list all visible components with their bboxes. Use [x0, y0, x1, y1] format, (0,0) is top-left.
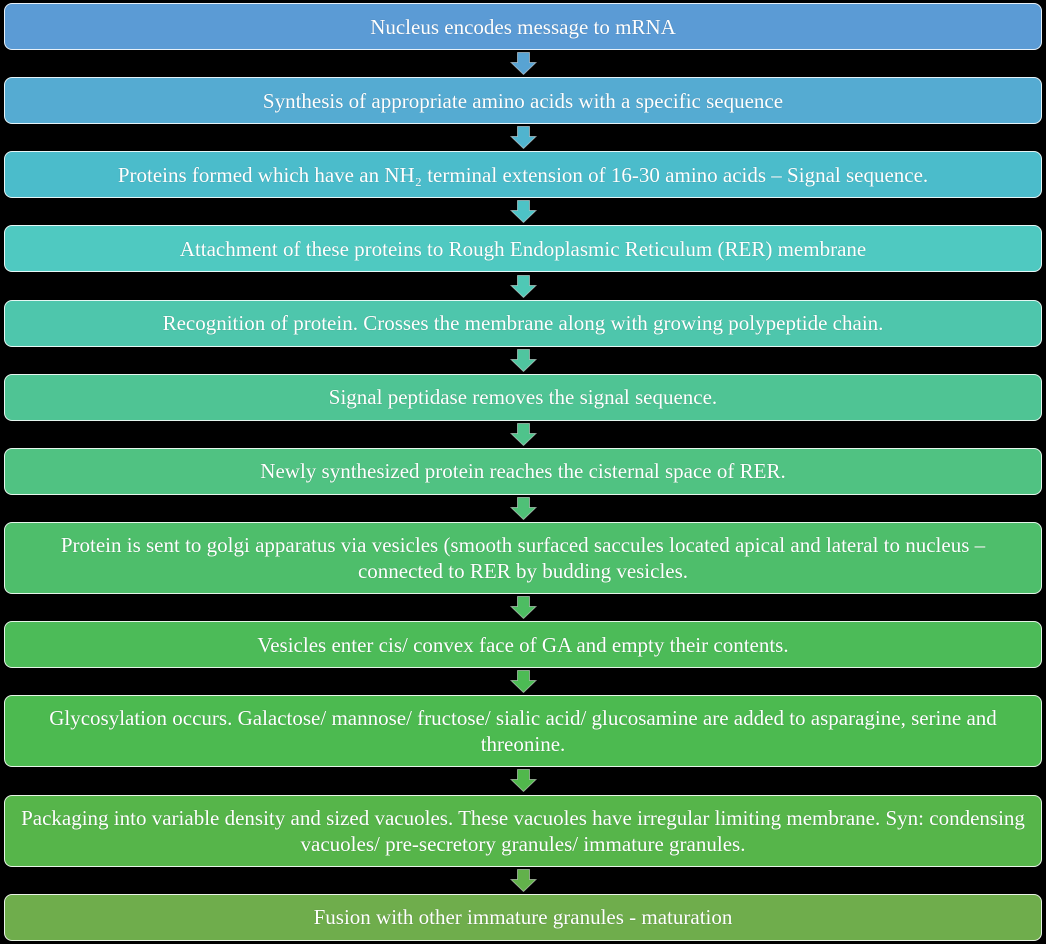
down-arrow-icon — [509, 200, 537, 224]
down-arrow-icon — [509, 769, 537, 793]
step-label: Glycosylation occurs. Galactose/ mannose… — [49, 706, 997, 757]
step-label: Synthesis of appropriate amino acids wit… — [262, 88, 784, 113]
step-box: Vesicles enter cis/ convex face of GA an… — [4, 621, 1042, 669]
down-arrow-icon — [509, 596, 537, 620]
arrow-connector — [4, 496, 1042, 522]
step-box: Fusion with other immature granules - ma… — [4, 893, 1042, 941]
down-arrow-icon — [509, 348, 537, 372]
down-arrow-icon — [509, 126, 537, 150]
down-arrow-icon — [509, 868, 537, 892]
step-box: Protein is sent to golgi apparatus via v… — [4, 522, 1042, 595]
step-label: Recognition of protein. Crosses the memb… — [162, 311, 884, 336]
down-arrow-icon — [509, 497, 537, 521]
arrow-connector — [4, 421, 1042, 447]
arrow-connector — [4, 595, 1042, 621]
down-arrow-icon — [509, 422, 537, 446]
step-box: Packaging into variable density and size… — [4, 794, 1042, 867]
arrow-connector — [4, 669, 1042, 695]
step-label: Newly synthesized protein reaches the ci… — [260, 459, 786, 484]
arrow-connector — [4, 867, 1042, 893]
step-label: Fusion with other immature granules - ma… — [313, 905, 733, 930]
step-box: Synthesis of appropriate amino acids wit… — [4, 77, 1042, 125]
step-label: Proteins formed which have an NH₂ termin… — [117, 162, 929, 187]
step-box: Newly synthesized protein reaches the ci… — [4, 447, 1042, 495]
arrow-connector — [4, 273, 1042, 299]
arrow-connector — [4, 51, 1042, 77]
step-label: Protein is sent to golgi apparatus via v… — [60, 533, 986, 584]
step-box: Proteins formed which have an NH₂ termin… — [4, 151, 1042, 199]
step-label: Nucleus encodes message to mRNA — [370, 14, 676, 39]
arrow-connector — [4, 768, 1042, 794]
down-arrow-icon — [509, 274, 537, 298]
step-label: Signal peptidase removes the signal sequ… — [328, 385, 718, 410]
step-box: Signal peptidase removes the signal sequ… — [4, 373, 1042, 421]
step-box: Nucleus encodes message to mRNA — [4, 3, 1042, 50]
arrow-connector — [4, 199, 1042, 225]
step-label: Packaging into variable density and size… — [21, 805, 1025, 856]
arrow-connector — [4, 347, 1042, 373]
step-box: Glycosylation occurs. Galactose/ mannose… — [4, 695, 1042, 768]
down-arrow-icon — [509, 670, 537, 694]
step-label: Attachment of these proteins to Rough En… — [179, 236, 867, 261]
step-label: Vesicles enter cis/ convex face of GA an… — [257, 632, 789, 657]
arrow-connector — [4, 125, 1042, 151]
down-arrow-icon — [509, 52, 537, 76]
step-box: Attachment of these proteins to Rough En… — [4, 225, 1042, 273]
step-box: Recognition of protein. Crosses the memb… — [4, 299, 1042, 347]
